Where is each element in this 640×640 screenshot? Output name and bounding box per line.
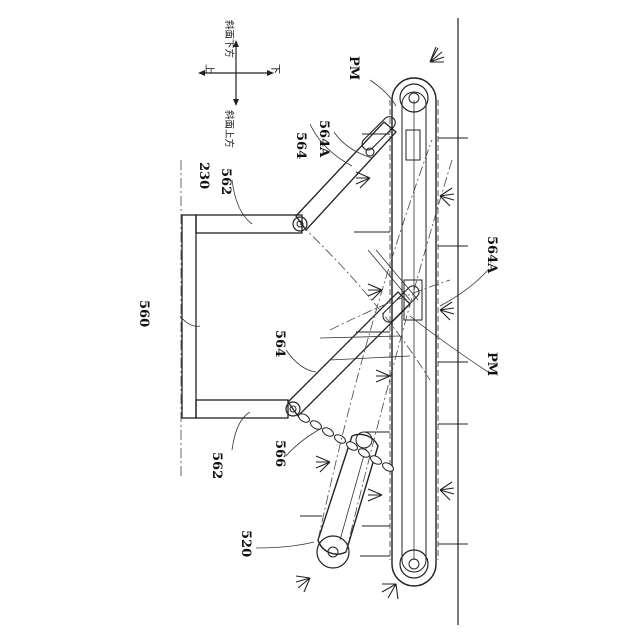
arrow-down-icon [233,99,239,106]
label-230: 230 [196,162,211,189]
label-560: 560 [136,300,151,327]
label-564-bottom: 564 [272,330,287,357]
link-564-top [296,114,398,230]
phantom-lines [300,140,452,552]
dir-down-label: 下 [269,64,280,74]
main-conveyor [392,78,436,586]
leader-lines [180,80,488,548]
label-566: 566 [272,440,287,467]
label-564A-top: 564A [316,120,331,158]
dir-up-label: 上 [203,64,215,74]
label-pm-mid: PM [484,352,499,376]
direction-compass: 上 下 斜面下方 斜面上方 [198,20,280,148]
frame-560 [182,215,307,418]
link-564-bottom [288,250,422,416]
label-562-top: 562 [218,168,233,195]
dir-slope-up-label: 斜面上方 [223,110,235,148]
label-564-top: 564 [293,132,308,159]
label-564A-mid: 564A [484,236,499,274]
label-562-bottom: 562 [209,452,224,479]
label-520: 520 [238,530,253,557]
label-pm-top: PM [346,56,361,80]
dir-slope-down-label: 斜面下方 [223,20,235,58]
